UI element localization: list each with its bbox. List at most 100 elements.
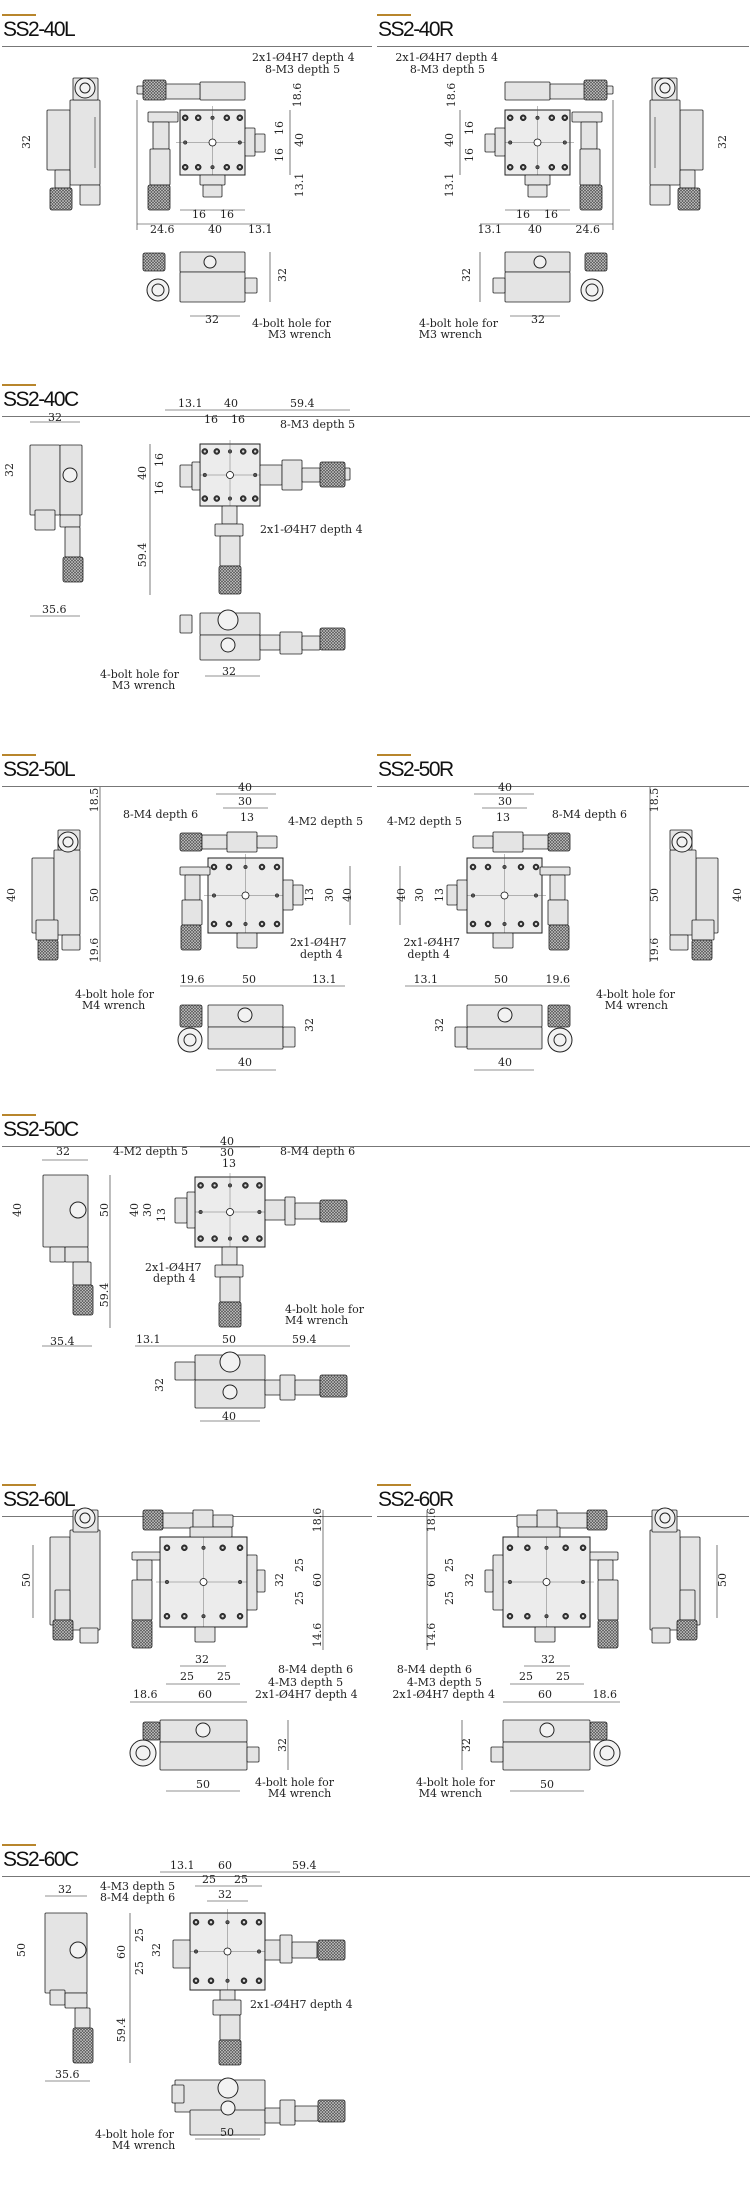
mounting-hole	[502, 921, 507, 927]
dimension-label: 40	[11, 1203, 24, 1217]
mounting-hole-core	[242, 497, 245, 500]
annotation-label: 2x1-Ø4H7	[403, 936, 460, 949]
stage-part	[159, 1741, 248, 1771]
micrometer-knurl	[319, 627, 346, 651]
stage-part	[214, 523, 244, 537]
dimension-label: 13	[155, 1208, 168, 1222]
dimension-label: 60	[538, 1688, 552, 1701]
dimension-label: 40	[128, 1203, 141, 1217]
dimension-label: 32	[273, 1573, 286, 1587]
annotation-label: 4-bolt hole for	[255, 1776, 334, 1789]
knob-circle	[217, 2077, 239, 2099]
stage-drawing	[399, 787, 719, 1071]
stage-part	[571, 111, 603, 123]
mounting-hole-core	[534, 865, 538, 869]
micrometer-knurl	[147, 184, 171, 211]
stage-part	[131, 1551, 161, 1561]
mounting-hole	[202, 472, 207, 478]
knob-circle	[676, 836, 688, 848]
dimension-label: 60	[198, 1688, 212, 1701]
dimension-label: 32	[433, 1018, 446, 1032]
micrometer-knurl	[72, 2027, 94, 2064]
section-title: SS2-60R	[378, 1488, 454, 1511]
dimension-label: 16	[153, 453, 166, 467]
dimension-label: 50	[220, 2126, 234, 2139]
dimension-label: 30	[498, 795, 512, 808]
micrometer-knurl	[179, 1004, 203, 1028]
micrometer-knurl	[319, 1374, 348, 1398]
stage-part	[64, 526, 81, 558]
mounting-hole-core	[221, 1615, 224, 1618]
annotation-label: 8-M4 depth 6	[100, 1891, 176, 1904]
section-title: SS2-50C	[3, 1118, 79, 1141]
dimension-label: 40	[731, 888, 744, 902]
mounting-hole-core	[242, 1921, 246, 1924]
stage-part	[504, 81, 551, 101]
stage-part	[172, 1939, 191, 1969]
stage-part	[152, 121, 170, 150]
annotation-label: M3 wrench	[112, 679, 176, 692]
dimension-label: 50	[242, 973, 256, 986]
stage-part	[202, 184, 223, 198]
stage-part	[580, 121, 598, 150]
micrometer-knurl	[319, 461, 346, 488]
dimension-label: 25	[133, 1928, 146, 1942]
stage-part	[691, 919, 715, 941]
knob-circle	[151, 283, 165, 297]
stage-part	[539, 866, 571, 876]
mounting-hole-core	[486, 922, 490, 926]
stage-part	[64, 1992, 88, 2009]
dimension-label: 40	[208, 223, 222, 236]
stage-part	[207, 1026, 284, 1050]
stage-part	[524, 174, 551, 186]
stage-drawing	[42, 1146, 350, 1422]
dimension-label: 30	[238, 795, 252, 808]
drawing-group	[46, 77, 291, 317]
stage-part	[579, 148, 601, 186]
accent-bar	[2, 14, 36, 16]
micrometer-knurl	[142, 1509, 164, 1531]
annotation-label: 4-M3 depth 5	[100, 1880, 176, 1893]
mounting-hole	[502, 864, 507, 870]
micrometer-knurl	[62, 556, 84, 583]
dimension-label: 32	[460, 1738, 473, 1752]
heading-divider	[2, 1876, 750, 1877]
heading-divider	[2, 416, 750, 417]
stage-part	[49, 1989, 66, 2006]
annotation-label: 8-M4 depth 6	[280, 1145, 356, 1158]
mounting-hole-core	[197, 116, 200, 120]
dimension-label: 16	[192, 208, 206, 221]
dimension-label: 40	[220, 1135, 234, 1148]
dimension-label: 32	[58, 1883, 72, 1896]
pin-hole	[241, 891, 250, 900]
mounting-hole-core	[165, 1546, 169, 1549]
stage-part	[259, 634, 281, 651]
mounting-hole	[227, 449, 233, 454]
dimension-label: 25	[202, 1873, 216, 1886]
stage-part	[64, 1246, 89, 1263]
mounting-hole-core	[209, 1979, 213, 1982]
mounting-hole-core	[203, 450, 206, 453]
dimension-label: 13	[240, 811, 254, 824]
mounting-hole	[193, 1949, 199, 1954]
stage-part	[164, 83, 201, 100]
dimension-label: 50	[20, 1573, 33, 1587]
stage-drawing	[31, 787, 351, 1071]
heading-divider	[2, 786, 372, 787]
mounting-hole-core	[194, 1979, 198, 1982]
stage-part	[679, 169, 696, 189]
knob-circle	[220, 637, 236, 653]
stage-part	[669, 934, 689, 951]
stage-part	[254, 133, 266, 153]
stage-part	[221, 505, 238, 525]
pin-hole	[226, 1208, 234, 1216]
stage-part	[534, 1626, 556, 1643]
stage-part	[171, 2084, 185, 2104]
dimension-label: 50	[494, 973, 508, 986]
mounting-hole-core	[564, 1615, 567, 1618]
stage-part	[279, 631, 303, 655]
stage-part	[651, 1627, 671, 1644]
mounting-hole	[225, 1920, 230, 1925]
stage-part	[29, 444, 61, 516]
stage-part	[184, 874, 201, 901]
